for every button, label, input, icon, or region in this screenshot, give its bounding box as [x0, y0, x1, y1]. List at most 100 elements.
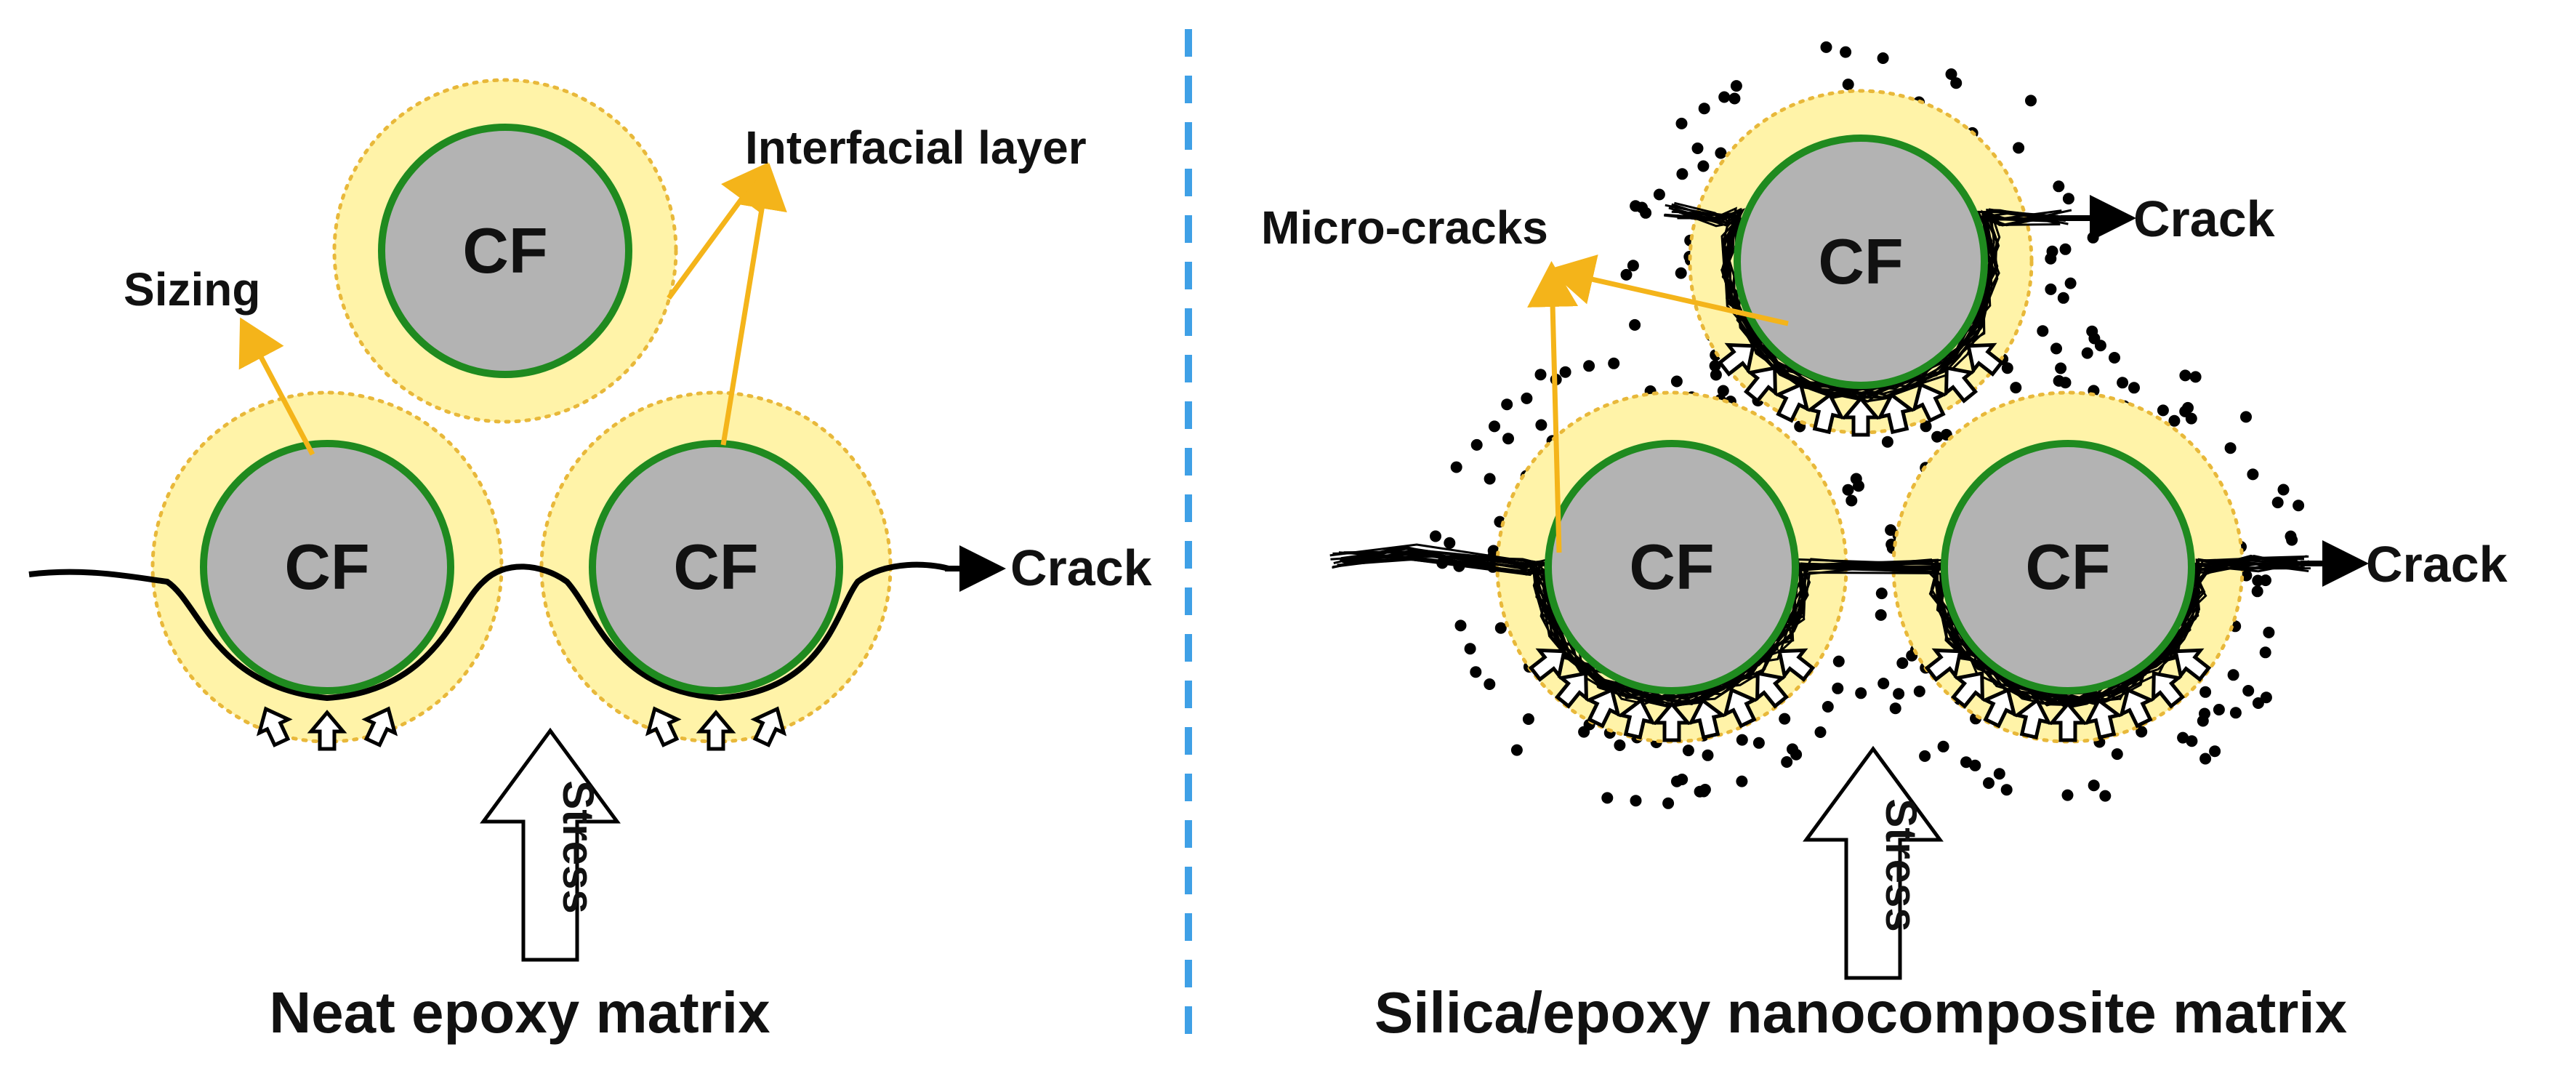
small-stress-arrow — [1755, 671, 1790, 709]
nanoparticle — [2109, 352, 2120, 364]
nanoparticle — [1534, 369, 1547, 381]
small-stress-arrow — [1554, 671, 1589, 709]
nanoparticle — [2242, 685, 2255, 697]
left-panel-title: Neat epoxy matrix — [269, 980, 770, 1045]
nanoparticle — [2037, 325, 2049, 337]
small-stress-arrow — [1944, 366, 1979, 404]
nanoparticle — [2025, 95, 2037, 107]
nanoparticle — [1671, 775, 1683, 787]
nanoparticle — [1853, 480, 1864, 492]
nanoparticle — [1710, 369, 1722, 381]
nanoparticle — [1832, 682, 1844, 694]
nanoparticle — [1698, 103, 1710, 115]
small-stress-arrow — [2173, 648, 2212, 682]
nanoparticle — [1521, 392, 1533, 404]
nanoparticle — [2197, 715, 2209, 727]
fiber-label: CF — [462, 214, 547, 286]
nanoparticle — [2117, 377, 2129, 389]
nanoparticle — [1840, 46, 1852, 58]
small-stress-arrow — [1651, 701, 1692, 742]
nanoparticle — [1675, 117, 1688, 129]
stress-arrow — [480, 727, 621, 962]
local-stress-arrows — [1528, 342, 2212, 742]
nanoparticle — [2001, 362, 2013, 374]
carbon-fiber — [1545, 440, 1799, 694]
nanoparticle — [1629, 318, 1641, 331]
nanoparticle — [2271, 497, 2284, 509]
fiber-label: CF — [1818, 225, 1903, 297]
small-stress-arrow — [1966, 342, 2005, 377]
nanoparticle — [2050, 342, 2062, 355]
nanoparticle — [1781, 756, 1793, 768]
nanoparticle — [1489, 420, 1500, 433]
small-stress-arrow — [1723, 687, 1759, 729]
nanoparticle — [1559, 366, 1571, 378]
nanoparticle — [2229, 707, 2242, 719]
nanoparticle — [1502, 433, 1514, 445]
nanoparticle — [1931, 430, 1944, 443]
nanoparticle — [1535, 419, 1547, 431]
nanoparticle — [1832, 655, 1845, 667]
nanoparticle — [2081, 347, 2093, 359]
nanoparticle — [1627, 260, 1639, 272]
small-stress-arrow — [1950, 671, 1985, 709]
small-stress-arrow — [1528, 648, 1566, 682]
nanoparticle — [2199, 686, 2212, 698]
small-stress-arrow — [1877, 392, 1916, 435]
fiber-label: CF — [1629, 531, 1714, 603]
nanoparticle — [1470, 438, 1483, 451]
nanoparticle — [1717, 385, 1729, 397]
small-stress-arrow — [256, 706, 293, 747]
nanoparticle — [2252, 574, 2264, 587]
nanoparticle — [2186, 735, 2198, 747]
stress-label: Stress — [1877, 798, 1925, 931]
nanoparticle — [2251, 585, 2263, 598]
crack-label-top: Crack — [2133, 190, 2275, 247]
nanoparticle — [1875, 587, 1888, 600]
pointer-arrow — [720, 163, 787, 446]
nanoparticle — [1889, 702, 1901, 715]
local-stress-arrows — [256, 706, 787, 751]
nanoparticle — [1691, 143, 1704, 154]
nanoparticle — [2046, 245, 2058, 257]
nanoparticle — [2045, 283, 2057, 295]
stress-arrow — [1803, 745, 1944, 980]
nanoparticle — [1814, 726, 1827, 738]
nanoparticle — [2000, 784, 2013, 796]
nanoparticle — [1896, 657, 1909, 669]
nanoparticle — [2128, 382, 2140, 394]
nanoparticle — [1846, 494, 1858, 507]
nanoparticle — [1653, 188, 1665, 201]
nanoparticle — [1630, 200, 1642, 212]
stress-label: Stress — [554, 780, 603, 913]
nanoparticle — [1670, 375, 1683, 388]
nanoparticle — [1913, 685, 1925, 697]
nanoparticle — [1450, 461, 1462, 473]
nanoparticle — [1877, 52, 1889, 64]
nanoparticle — [1945, 68, 1957, 80]
nanoparticle — [1640, 206, 1652, 219]
nanoparticle — [1728, 92, 1741, 105]
carbon-fiber — [589, 440, 843, 694]
small-stress-arrow — [2013, 697, 2052, 740]
nanoparticle — [1430, 530, 1441, 542]
nanoparticle — [1950, 77, 1963, 89]
nanoparticle — [2263, 626, 2275, 638]
nanoparticle — [1697, 160, 1710, 172]
small-stress-arrow — [1777, 648, 1816, 682]
micro-crack-line — [1332, 551, 2311, 706]
small-stress-arrow — [750, 706, 787, 747]
nanoparticle — [1608, 357, 1620, 369]
nanoparticle — [1983, 777, 1995, 789]
nanoparticle — [1893, 688, 1905, 700]
nanoparticle — [1920, 420, 1932, 433]
nanoparticle — [1715, 147, 1727, 159]
crack-path — [28, 561, 950, 702]
nanoparticle — [2053, 180, 2065, 193]
sizing-label: Sizing — [124, 263, 260, 316]
nanoparticle — [2199, 753, 2212, 765]
nanoparticle — [1464, 643, 1476, 655]
left-panel: CF CF CF Sizing Interfacial layer Crack … — [28, 78, 1152, 1045]
nanoparticle — [1752, 737, 1765, 749]
